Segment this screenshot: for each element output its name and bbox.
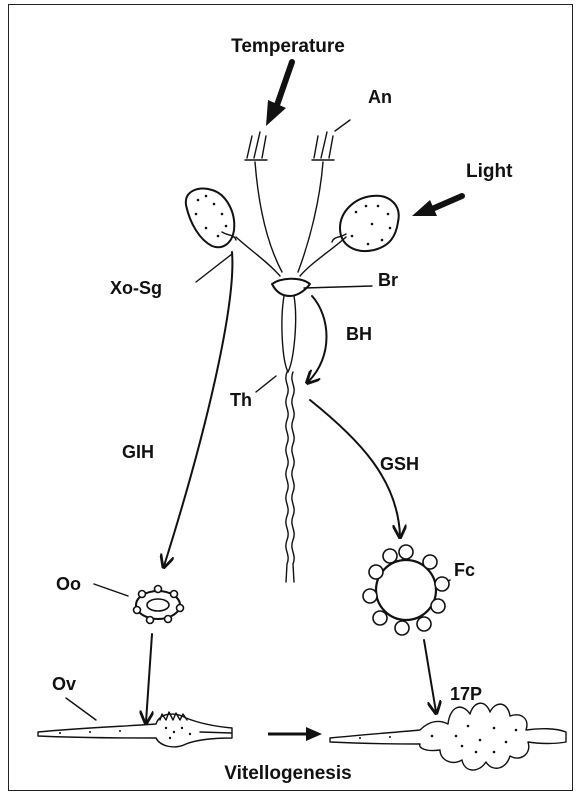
antennae xyxy=(245,120,350,160)
gih-label: GIH xyxy=(122,442,154,462)
xo-sg-label: Xo-Sg xyxy=(110,278,162,298)
temperature-label: Temperature xyxy=(231,36,345,57)
left-eyestalk xyxy=(186,189,236,248)
temperature-arrow xyxy=(266,62,292,126)
oocyte xyxy=(134,586,184,624)
oo-label: Oo xyxy=(56,574,81,594)
th-label: Th xyxy=(230,390,252,410)
light-label: Light xyxy=(466,161,513,182)
follicle-to-17p-arrow xyxy=(424,640,436,712)
oocyte-to-ovary-arrow xyxy=(146,634,152,722)
light-arrow xyxy=(412,196,462,216)
leader-lines xyxy=(66,254,450,720)
vitellogenesis-label: Vitellogenesis xyxy=(224,763,351,784)
bh-arrow xyxy=(308,296,327,382)
follicle xyxy=(363,545,449,635)
bh-label: BH xyxy=(346,324,372,344)
fc-label: Fc xyxy=(454,560,475,580)
17p-label: 17P xyxy=(450,684,482,704)
right-eyestalk xyxy=(332,196,399,251)
gih-arrow xyxy=(164,252,232,566)
ov-label: Ov xyxy=(52,674,76,694)
ventral-nerve-cord xyxy=(282,296,296,582)
mature-ovary xyxy=(330,703,566,770)
an-label: An xyxy=(368,87,392,107)
transition-arrow xyxy=(268,727,322,741)
gsh-label: GSH xyxy=(380,454,419,474)
nerve-tracts xyxy=(236,162,346,276)
br-label: Br xyxy=(378,270,398,290)
immature-ovary xyxy=(38,712,232,747)
